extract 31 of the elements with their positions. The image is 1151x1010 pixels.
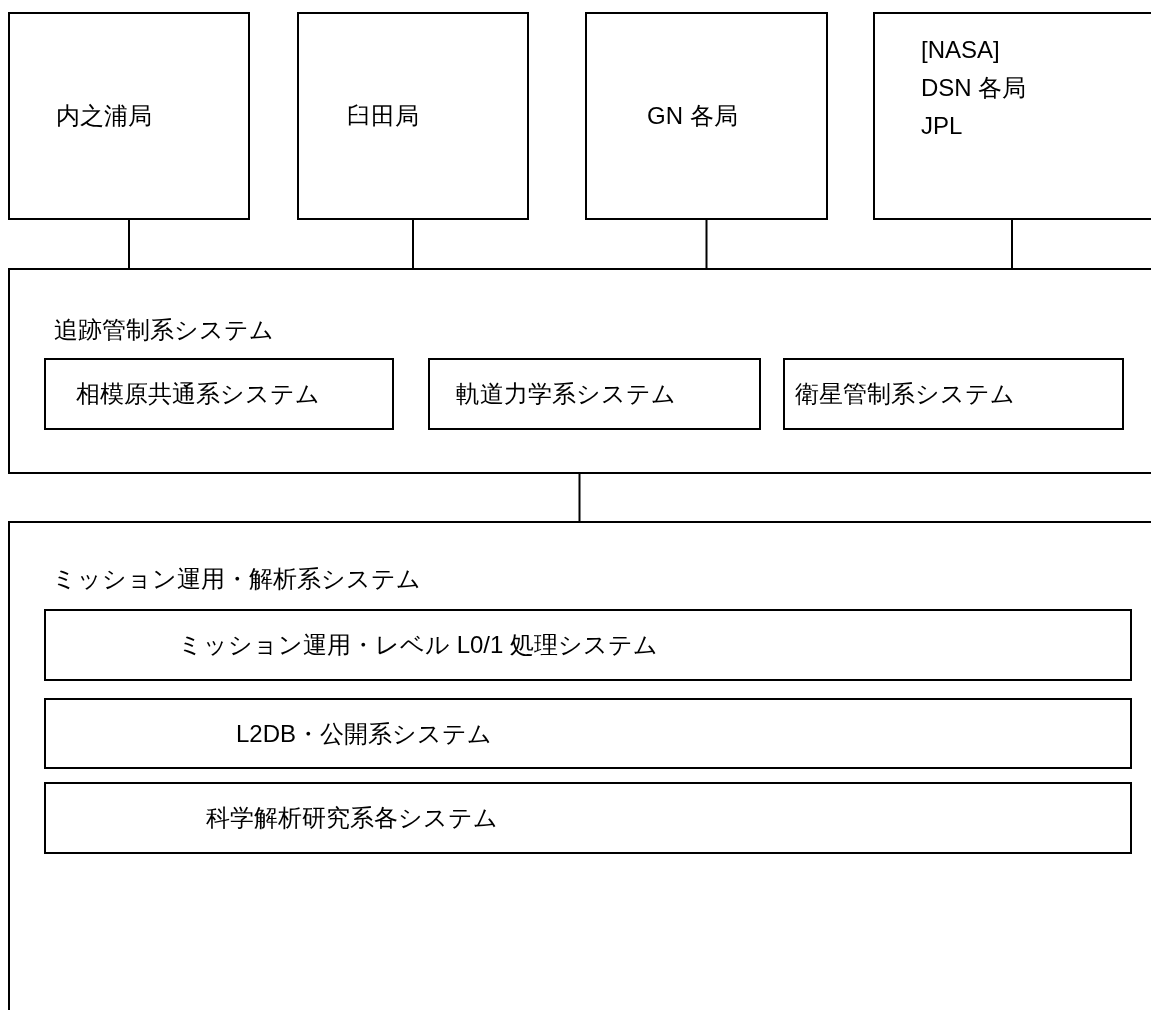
box-label: 衛星管制系システム: [795, 379, 1015, 409]
connector-line: [705, 219, 708, 269]
box-label: 軌道力学系システム: [456, 379, 676, 409]
box-label: [NASA]: [921, 35, 1000, 65]
subsystem-box: [428, 358, 761, 430]
box-label: JPL: [921, 111, 963, 141]
subsystem-box: [44, 358, 394, 430]
group-title: 追跡管制系システム: [54, 316, 274, 343]
connector-line: [578, 473, 581, 522]
station-box: [585, 12, 828, 220]
box-label: 内之浦局: [56, 101, 152, 131]
subsystem-box: [44, 698, 1132, 769]
box-label: ミッション運用・レベル L0/1 処理システム: [178, 630, 659, 660]
connector-line: [412, 219, 414, 269]
box-label: GN 各局: [647, 101, 738, 131]
connector-line: [128, 219, 130, 269]
system-group: [8, 521, 1151, 1010]
subsystem-box: [783, 358, 1124, 430]
station-box: [873, 12, 1151, 220]
subsystem-box: [44, 782, 1132, 854]
box-label: 臼田局: [347, 101, 419, 131]
station-box: [297, 12, 529, 220]
subsystem-box: [44, 609, 1132, 681]
system-group: [8, 268, 1151, 474]
connector-line: [1011, 219, 1013, 269]
box-label: DSN 各局: [921, 73, 1027, 103]
group-title: ミッション運用・解析系システム: [52, 565, 421, 592]
station-box: [8, 12, 250, 220]
box-label: L2DB・公開系システム: [236, 718, 493, 749]
box-label: 相模原共通系システム: [76, 379, 320, 409]
box-label: 科学解析研究系各システム: [206, 803, 498, 833]
